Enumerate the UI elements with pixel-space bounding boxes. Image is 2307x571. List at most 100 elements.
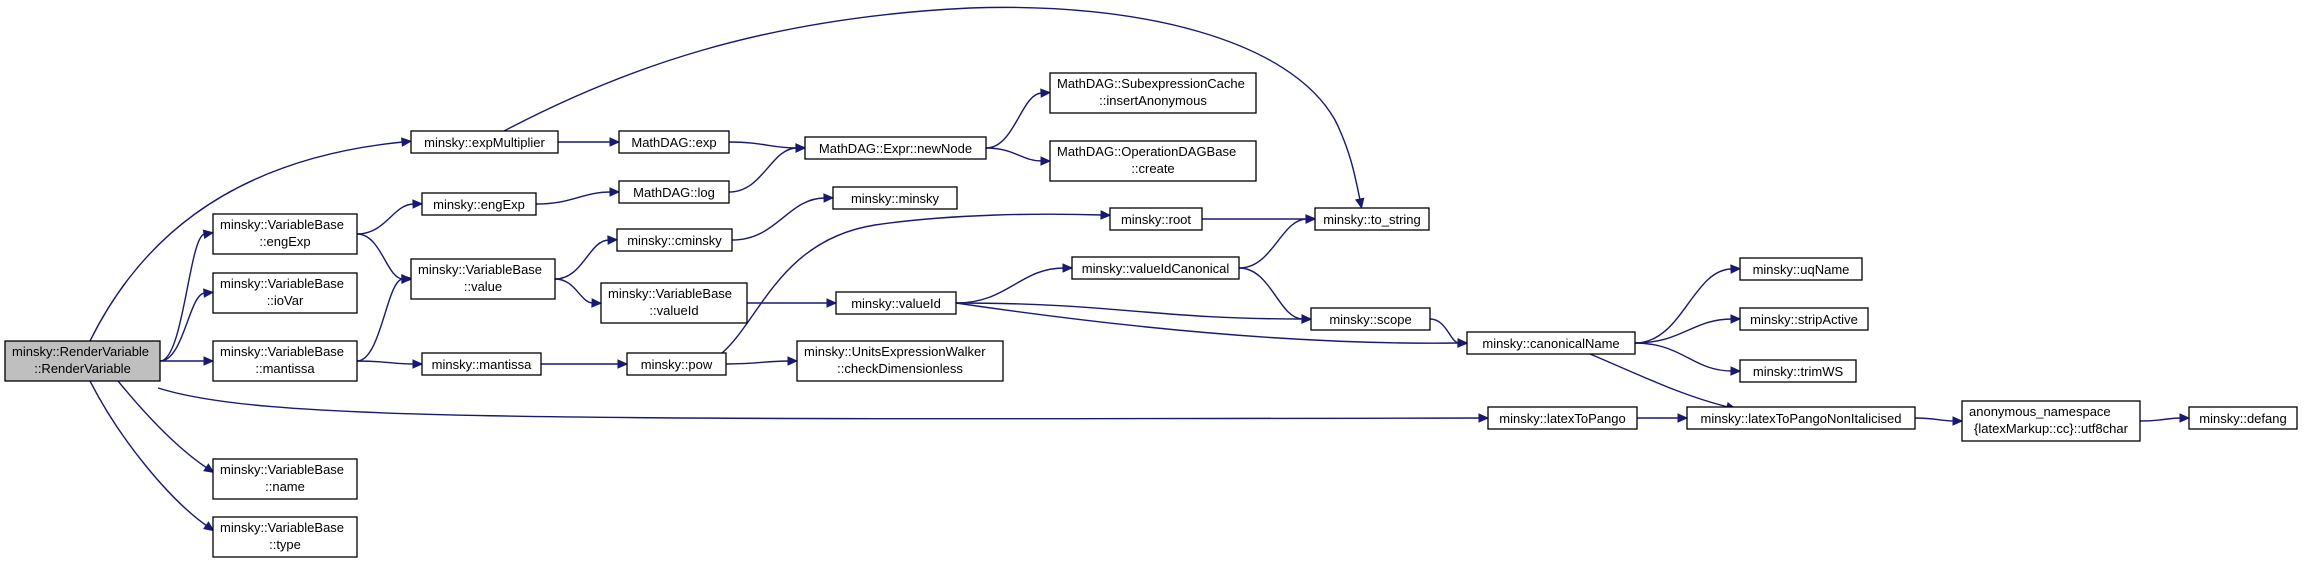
node-n1[interactable]: minsky::expMultiplier xyxy=(410,130,559,154)
edge-n15-n20 xyxy=(985,147,1052,166)
edge-n2-n7 xyxy=(356,199,424,235)
arrowhead-icon xyxy=(401,274,413,284)
node-n18[interactable]: minsky::UnitsExpressionWalker::checkDime… xyxy=(796,340,1004,382)
node-n15[interactable]: MathDAG::Expr::newNode xyxy=(804,136,987,160)
edge-n0-n2 xyxy=(159,229,215,362)
node-label: minsky::stripActive xyxy=(1750,312,1858,327)
edge-line xyxy=(1429,318,1460,344)
node-label: minsky::defang xyxy=(2199,411,2286,426)
node-label: ::name xyxy=(265,479,305,494)
node-n14[interactable]: minsky::pow xyxy=(626,352,727,376)
edge-line xyxy=(89,380,208,527)
edge-line xyxy=(159,292,206,362)
edge-line xyxy=(985,147,1043,162)
arrowhead-icon xyxy=(203,288,215,298)
arrowhead-icon xyxy=(203,521,215,532)
node-box xyxy=(212,458,358,500)
node-label: ::insertAnonymous xyxy=(1099,93,1207,108)
node-n0[interactable]: minsky::RenderVariable::RenderVariable xyxy=(4,340,161,382)
node-n6[interactable]: minsky::VariableBase::type xyxy=(212,516,358,558)
node-n24[interactable]: minsky::scope xyxy=(1310,307,1431,331)
node-n29[interactable]: minsky::stripActive xyxy=(1739,307,1869,331)
node-label: ::create xyxy=(1131,161,1174,176)
node-label: ::engExp xyxy=(259,234,310,249)
node-box xyxy=(2188,406,2298,430)
arrowhead-icon xyxy=(609,137,621,147)
edge-n0-n26 xyxy=(157,387,1490,423)
edge-n31-n32 xyxy=(2139,413,2191,423)
node-n20[interactable]: MathDAG::OperationDAGBase::create xyxy=(1049,140,1257,182)
node-label: minsky::VariableBase xyxy=(220,276,344,291)
node-n13[interactable]: minsky::VariableBase::valueId xyxy=(600,282,748,324)
node-box xyxy=(1310,307,1431,331)
node-box xyxy=(1739,257,1863,281)
node-n23[interactable]: minsky::to_string xyxy=(1314,207,1430,231)
edge-n14-n18 xyxy=(725,356,799,366)
node-n12[interactable]: minsky::cminsky xyxy=(616,228,733,252)
node-n22[interactable]: minsky::valueIdCanonical xyxy=(1071,256,1240,280)
edge-line xyxy=(985,92,1043,149)
node-label: minsky::minsky xyxy=(851,191,940,206)
node-n26[interactable]: minsky::latexToPango xyxy=(1487,406,1638,430)
edge-n27-n31 xyxy=(1914,416,1964,426)
edge-n9-n14 xyxy=(541,359,629,369)
node-box xyxy=(618,180,730,204)
node-box xyxy=(212,516,358,558)
arrowhead-icon xyxy=(1730,366,1742,376)
node-box xyxy=(626,352,727,376)
edge-n13-n17 xyxy=(747,298,838,308)
node-label: minsky::VariableBase xyxy=(220,344,344,359)
edge-line xyxy=(725,360,790,365)
node-n21[interactable]: minsky::root xyxy=(1109,207,1203,231)
edge-line xyxy=(1634,268,1733,344)
node-box xyxy=(618,130,730,154)
node-box xyxy=(1686,406,1916,430)
node-n9[interactable]: minsky::mantissa xyxy=(421,352,542,376)
node-n7[interactable]: minsky::engExp xyxy=(421,192,537,216)
node-box xyxy=(835,291,957,315)
edge-n15-n19 xyxy=(985,88,1052,149)
node-n25[interactable]: minsky::canonicalName xyxy=(1466,331,1636,355)
node-layer: minsky::RenderVariable::RenderVariablemi… xyxy=(4,72,2298,558)
node-label: minsky::RenderVariable xyxy=(12,344,149,359)
edge-n10-n15 xyxy=(728,141,807,153)
node-n16[interactable]: minsky::minsky xyxy=(832,186,958,210)
edge-n7-n11 xyxy=(535,187,621,205)
arrowhead-icon xyxy=(1301,314,1313,324)
edge-line xyxy=(356,278,404,362)
edge-line xyxy=(731,197,826,241)
node-label: minsky::to_string xyxy=(1323,212,1421,227)
node-label: minsky::scope xyxy=(1329,312,1411,327)
edge-line xyxy=(554,239,610,280)
node-n5[interactable]: minsky::VariableBase::name xyxy=(212,458,358,500)
edge-line xyxy=(356,203,415,235)
edge-line xyxy=(503,6,1361,201)
node-n19[interactable]: MathDAG::SubexpressionCache::insertAnony… xyxy=(1049,72,1257,114)
node-n2[interactable]: minsky::VariableBase::engExp xyxy=(212,213,358,255)
arrowhead-icon xyxy=(1478,413,1490,423)
edge-n0-n1 xyxy=(89,137,413,342)
node-n28[interactable]: minsky::uqName xyxy=(1739,257,1863,281)
node-label: minsky::pow xyxy=(641,357,713,372)
node-n11[interactable]: MathDAG::log xyxy=(618,180,730,204)
node-n17[interactable]: minsky::valueId xyxy=(835,291,957,315)
node-n3[interactable]: minsky::VariableBase::ioVar xyxy=(212,272,358,314)
node-n31[interactable]: anonymous_namespace{latexMarkup::cc}::ut… xyxy=(1961,400,2141,442)
edge-n24-n25 xyxy=(1429,318,1469,348)
node-n10[interactable]: MathDAG::exp xyxy=(618,130,730,154)
node-n27[interactable]: minsky::latexToPangoNonItalicised xyxy=(1686,406,1916,430)
node-label: minsky::engExp xyxy=(433,197,525,212)
edge-line xyxy=(1634,342,1733,372)
node-n32[interactable]: minsky::defang xyxy=(2188,406,2298,430)
edge-n8-n13 xyxy=(554,278,603,308)
node-n4[interactable]: minsky::VariableBase::mantissa xyxy=(212,340,358,382)
node-n30[interactable]: minsky::trimWS xyxy=(1739,359,1857,383)
node-label: ::mantissa xyxy=(255,361,315,376)
node-box xyxy=(1739,307,1869,331)
edge-n1-n10 xyxy=(558,137,621,147)
edge-n25-n27 xyxy=(1589,353,1737,412)
arrowhead-icon xyxy=(1355,197,1365,210)
node-box xyxy=(1049,140,1257,182)
node-n8[interactable]: minsky::VariableBase::value xyxy=(410,258,556,300)
edge-n8-n12 xyxy=(554,235,619,280)
